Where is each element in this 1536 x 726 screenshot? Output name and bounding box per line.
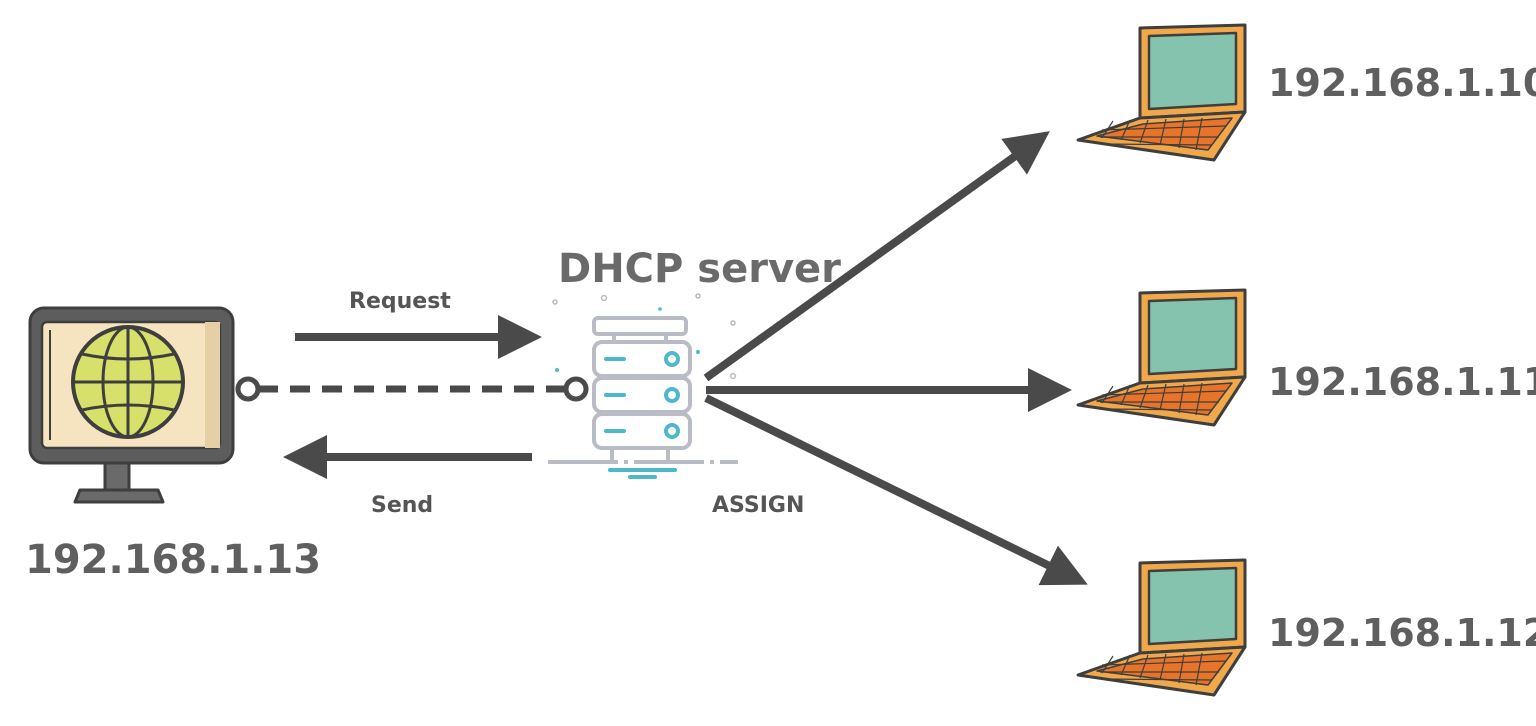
client-ip: 192.168.1.13 (25, 537, 321, 583)
laptop-icon-2 (1076, 288, 1247, 427)
laptop-ip-1: 192.168.1.10 (1268, 61, 1536, 105)
assign-arrow-bottom (704, 394, 1088, 586)
laptop-icon-1 (1076, 23, 1247, 162)
globe-icon (71, 325, 185, 439)
server-icon (548, 293, 738, 479)
assign-label: ASSIGN (712, 493, 804, 518)
laptop-ip-3: 192.168.1.12 (1268, 611, 1536, 655)
assign-arrow-top (703, 131, 1050, 382)
desktop-monitor-icon (28, 306, 235, 504)
request-label: Request (349, 289, 451, 314)
laptop-ip-2: 192.168.1.11 (1268, 360, 1536, 404)
send-label: Send (371, 493, 433, 518)
laptop-icon-3 (1076, 558, 1247, 697)
server-title: DHCP server (558, 246, 841, 292)
dashed-connection (235, 376, 589, 402)
